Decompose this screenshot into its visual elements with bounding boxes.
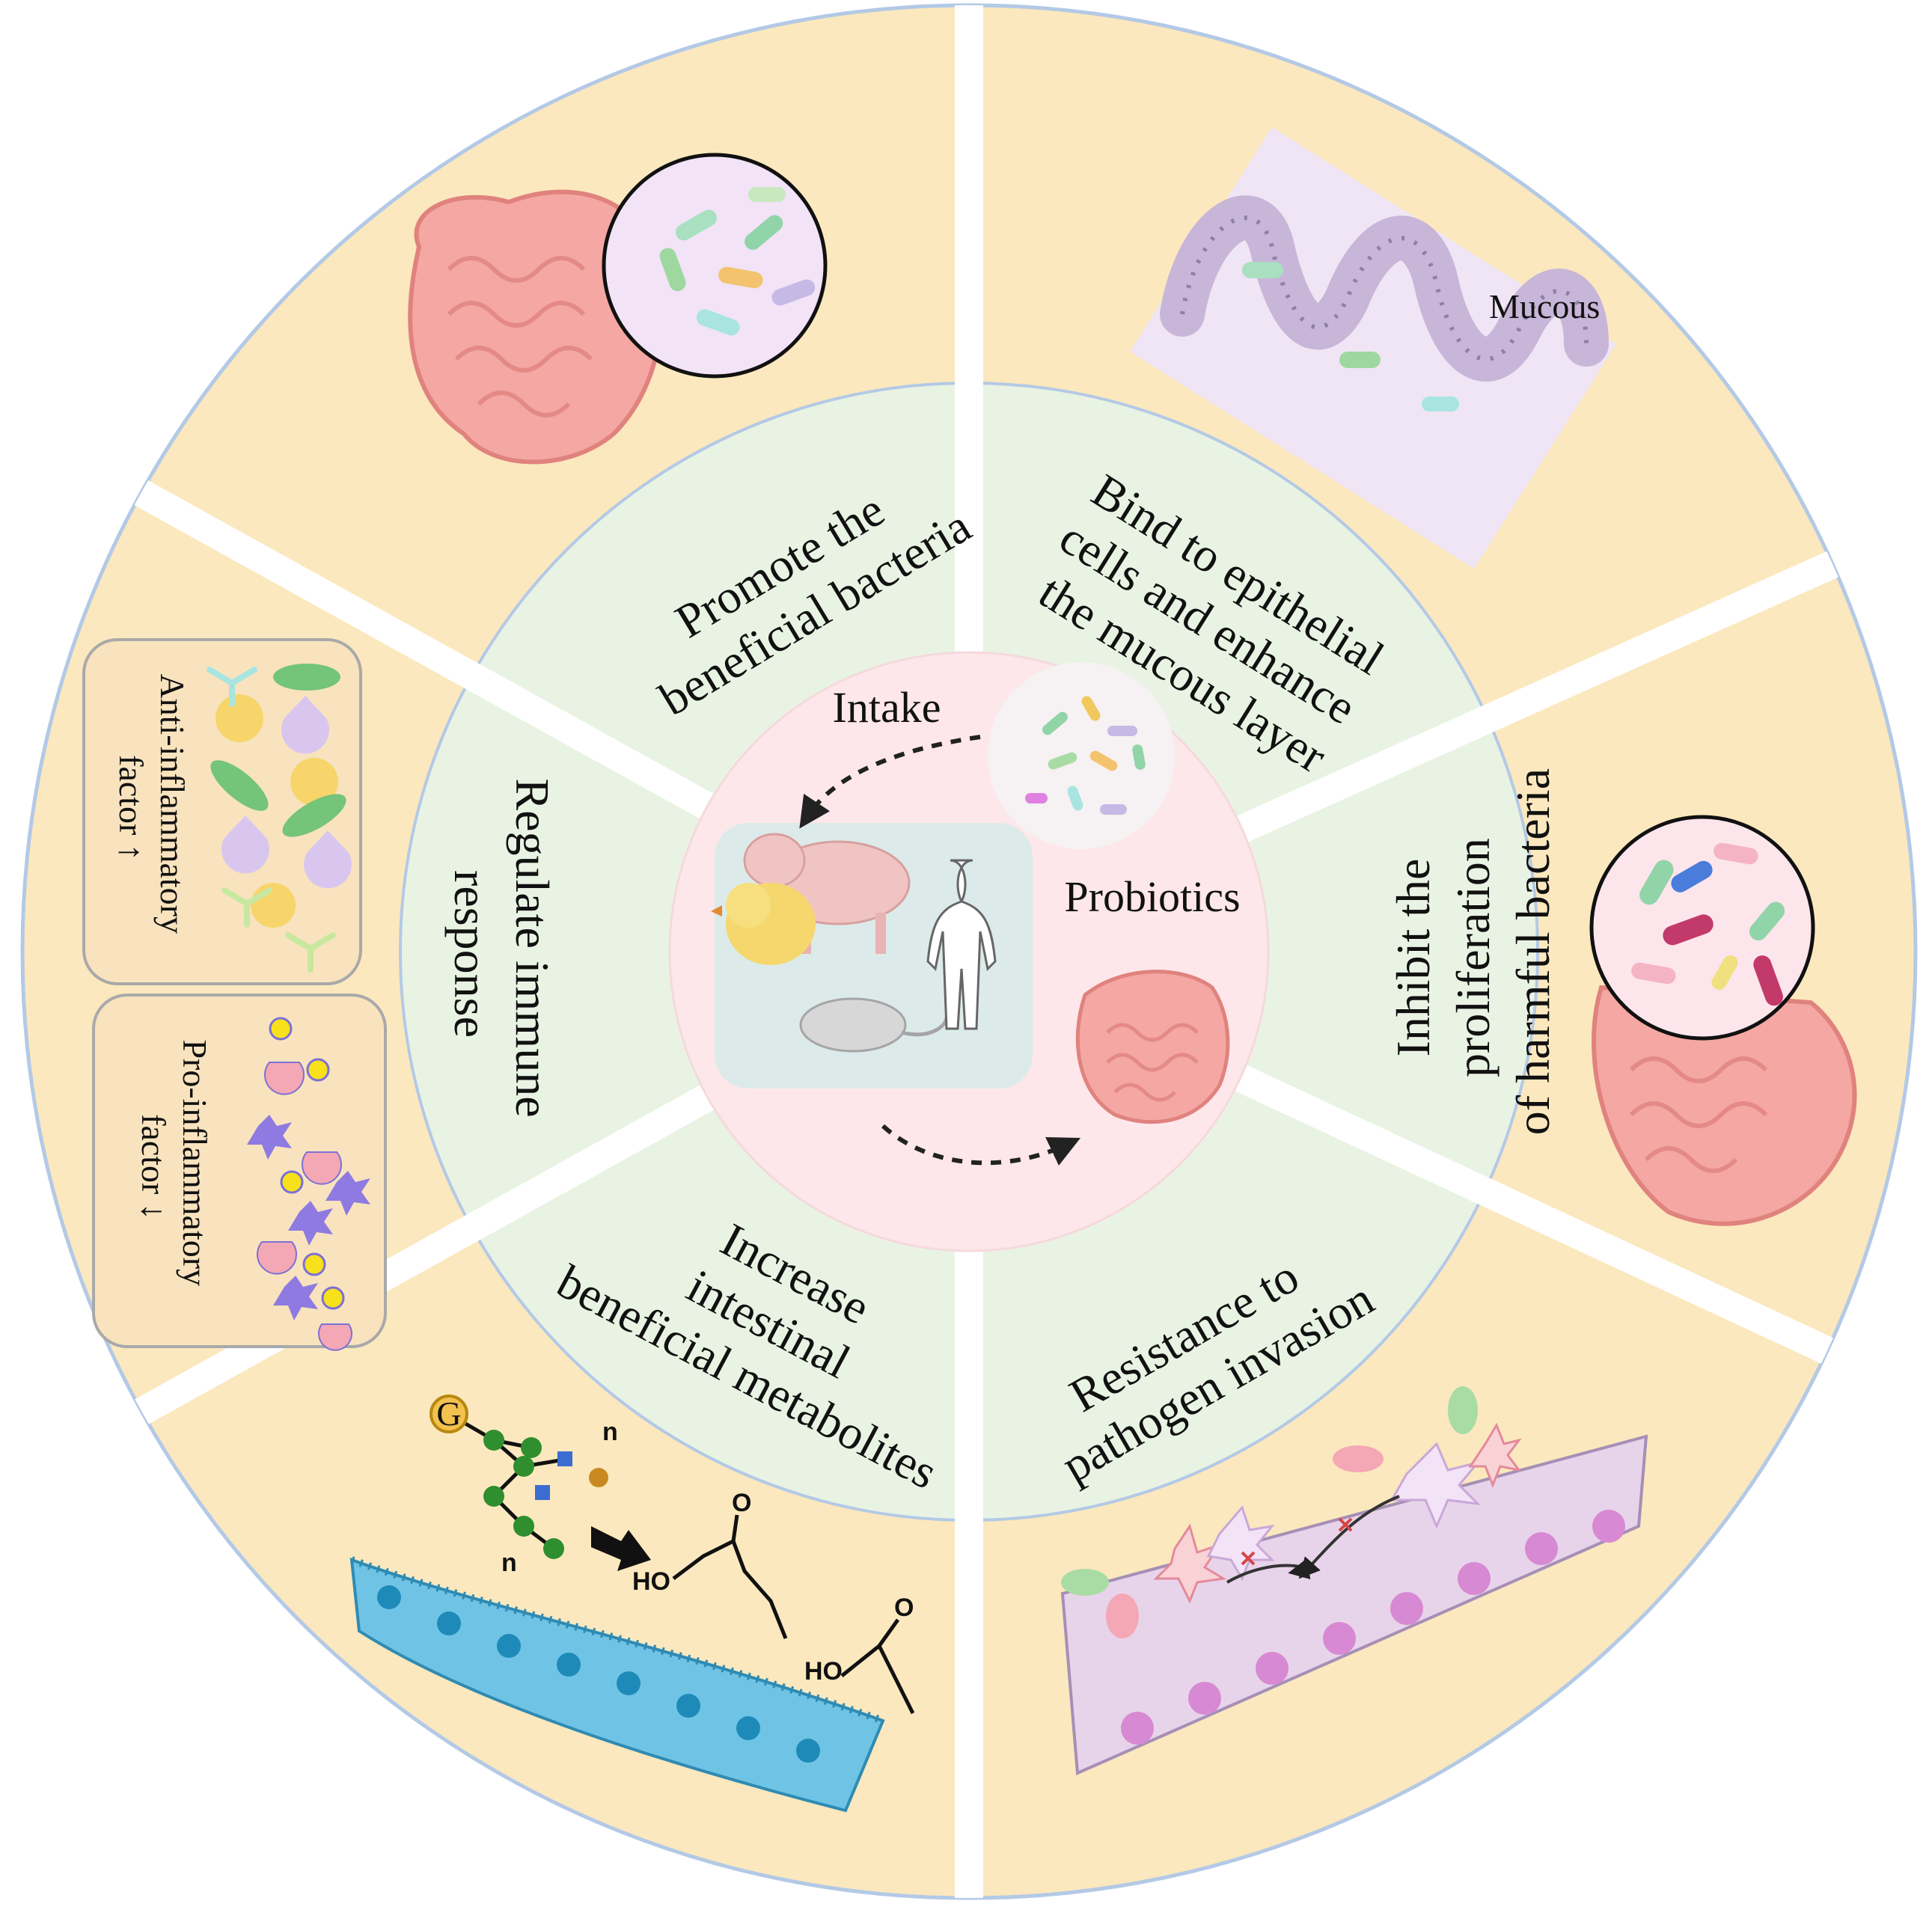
svg-text:Inhibit the proliferatio: Inhibit the proliferation of harmful bac… <box>1387 768 1559 1135</box>
scfa-labels: O HO O HO <box>632 1489 914 1686</box>
intake-arrows <box>799 735 1081 1166</box>
svg-text:Regulate immune response: Regulate immune response <box>444 778 559 1129</box>
animals-panel <box>711 823 1033 1089</box>
intake-label: Intake <box>833 683 941 732</box>
glycan-structure: G n n <box>429 1395 618 1577</box>
immune-line2: response <box>444 870 498 1038</box>
probiotics-label: Probiotics <box>1064 872 1240 921</box>
bacteria-magnifier-beneficial <box>602 153 828 379</box>
chem-ho2-label: HO <box>804 1657 843 1686</box>
pro-factor-line2: factor ↓ <box>135 1114 173 1220</box>
epithelium-blue <box>349 1556 885 1813</box>
chem-o1-label: O <box>732 1489 751 1517</box>
svg-text:Anti-inflammatory factor: Anti-inflammatory factor ↑ <box>112 674 192 943</box>
blocked-arrows <box>1226 1495 1400 1584</box>
sector-label-immune: Regulate immune response <box>444 778 559 1129</box>
anti-factor-line2: factor ↑ <box>112 755 150 861</box>
conversion-arrow <box>591 1526 651 1571</box>
center-intestine <box>1075 970 1230 1124</box>
pro-inflammatory-box: Pro-inflammatory factor ↓ <box>92 994 387 1351</box>
anti-factor-line1: Anti-inflammatory <box>153 674 192 934</box>
svg-text:Mucous: Mucous <box>1489 287 1600 325</box>
pathogens <box>1061 1386 1522 1638</box>
sector-label-harmful: Inhibit the proliferation of harmful bac… <box>1387 768 1559 1135</box>
immune-line1: Regulate immune <box>506 778 559 1117</box>
epithelium-pink <box>1060 1434 1648 1775</box>
harmful-line1: Inhibit the <box>1387 859 1440 1057</box>
glycan-g-label: G <box>436 1395 461 1433</box>
harmful-line3: of harmful bacteria <box>1506 768 1559 1135</box>
pro-factor-line1: Pro-inflammatory <box>176 1039 214 1286</box>
glycan-n2-label: n <box>501 1549 517 1577</box>
harmful-line2: proliferation <box>1446 838 1500 1077</box>
chem-o2-label: O <box>894 1594 914 1622</box>
mucous-label: Mucous <box>1489 287 1600 325</box>
bacteria-magnifier-harmful <box>1589 815 1815 1041</box>
intestine-illustration-top <box>408 189 664 465</box>
center-labels: Intake Probiotics <box>833 683 1241 921</box>
villi-illustration <box>1130 127 1616 569</box>
probiotic-cluster <box>988 662 1175 849</box>
chem-ho1-label: HO <box>632 1567 670 1596</box>
intestine-illustration-right <box>1592 985 1857 1226</box>
glycan-n1-label: n <box>602 1418 618 1446</box>
anti-inflammatory-box: Anti-inflammatory factor ↑ <box>82 638 362 985</box>
scfa-molecules <box>672 1514 915 1715</box>
svg-text:Pro-inflammatory factor: Pro-inflammatory factor ↓ <box>135 1039 214 1294</box>
